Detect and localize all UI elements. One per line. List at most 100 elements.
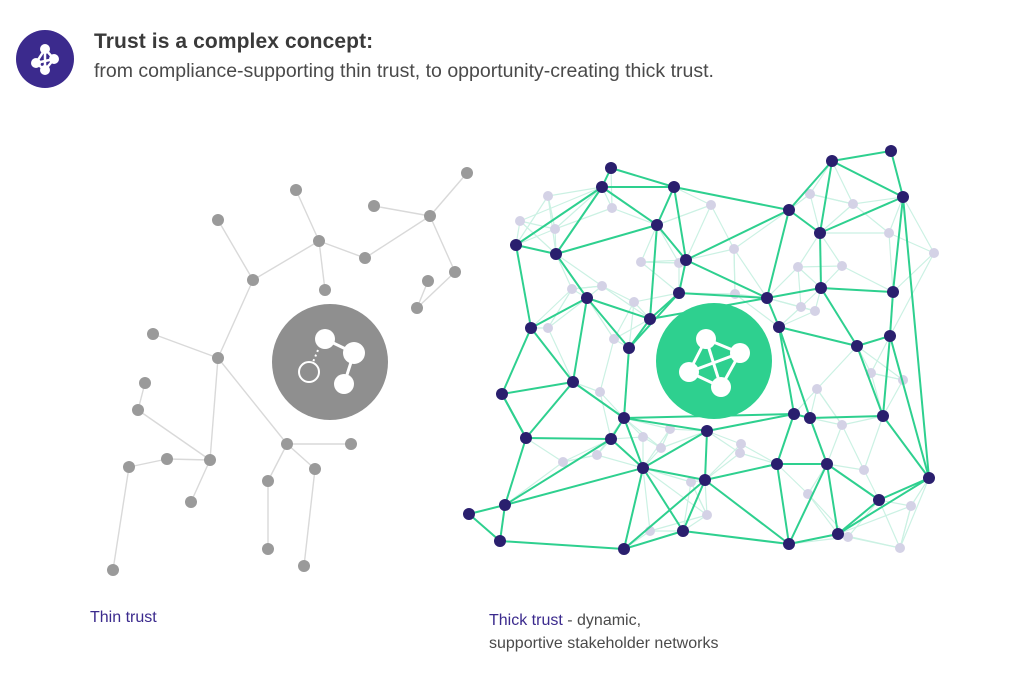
faint-network-link	[547, 297, 588, 329]
faint-network-link	[642, 467, 708, 516]
faint-network-node	[859, 465, 869, 475]
faint-network-link	[555, 253, 603, 287]
faint-network-link	[525, 437, 564, 463]
faint-network-node	[595, 387, 605, 397]
thick-network-node	[783, 204, 795, 216]
faint-network-node	[686, 477, 696, 487]
faint-network-node	[793, 262, 803, 272]
thick-network-node	[699, 474, 711, 486]
thick-network-link	[504, 467, 644, 506]
faint-network-link	[856, 345, 904, 381]
thick-network-node	[887, 286, 899, 298]
faint-network-link	[899, 477, 930, 549]
thick-network-node	[788, 408, 800, 420]
faint-network-link	[899, 505, 912, 549]
thick-network-node	[623, 342, 635, 354]
faint-network-link	[642, 467, 651, 532]
thin-network-node	[147, 328, 159, 340]
thin-network-link	[429, 172, 468, 217]
thick-network-node	[826, 155, 838, 167]
thin-network-link	[152, 333, 219, 359]
thick-network-link	[572, 381, 625, 419]
thin-network-node	[161, 453, 173, 465]
thick-network-link	[788, 533, 839, 545]
thick-network-node	[618, 412, 630, 424]
faint-network-node	[607, 203, 617, 213]
thick-network-link	[499, 540, 625, 550]
thick-network-link	[778, 326, 795, 415]
thick-network-link	[555, 224, 658, 255]
thin-network-node	[461, 167, 473, 179]
faint-network-link	[685, 204, 712, 261]
thick-network-link	[501, 327, 532, 395]
faint-network-link	[547, 288, 573, 329]
thin-network-link	[286, 443, 316, 470]
thick-network-link	[610, 167, 675, 188]
thick-network-node	[877, 410, 889, 422]
thick-network-link	[704, 463, 778, 481]
thick-network-link	[766, 287, 822, 299]
thick-trust-network	[463, 145, 939, 555]
thick-network-node	[550, 248, 562, 260]
faint-network-link	[826, 424, 843, 465]
thin-network-node	[345, 438, 357, 450]
thick-network-node	[673, 287, 685, 299]
thick-network-node	[605, 433, 617, 445]
thick-network-link	[601, 186, 658, 226]
faint-network-node	[736, 439, 746, 449]
thick-network-node	[637, 462, 649, 474]
faint-network-link	[816, 388, 843, 426]
faint-network-node	[702, 510, 712, 520]
thin-network-link	[416, 271, 456, 309]
faint-network-link	[633, 292, 680, 303]
thin-network-link	[364, 215, 431, 259]
thick-network-node	[884, 330, 896, 342]
faint-network-node	[636, 257, 646, 267]
faint-network-link	[888, 232, 894, 293]
thick-network-link	[878, 477, 930, 501]
thick-network-link	[656, 186, 675, 226]
faint-network-link	[710, 204, 735, 250]
thick-network-node	[494, 535, 506, 547]
faint-network-link	[613, 318, 651, 340]
faint-network-link	[766, 266, 799, 299]
thin-network-link	[112, 466, 130, 571]
faint-network-node	[729, 244, 739, 254]
thick-network-link	[501, 393, 527, 439]
thin-network-link	[267, 443, 288, 482]
faint-network-node	[543, 323, 553, 333]
thin-network-link	[128, 458, 168, 468]
faint-network-link	[733, 248, 768, 299]
faint-network-link	[682, 481, 692, 532]
thin-network-node	[368, 200, 380, 212]
thick-network-node	[873, 494, 885, 506]
faint-network-link	[841, 415, 884, 426]
thick-network-link	[673, 186, 790, 211]
thick-network-node	[496, 388, 508, 400]
thick-network-node	[885, 145, 897, 157]
thin-network-link	[217, 279, 254, 359]
thick-network-link	[889, 335, 930, 479]
thick-network-link	[819, 196, 904, 234]
thick-network-node	[923, 472, 935, 484]
faint-network-link	[831, 160, 854, 205]
faint-network-link	[706, 430, 741, 454]
faint-network-node	[543, 191, 553, 201]
thin-network-node	[212, 214, 224, 226]
faint-network-link	[530, 288, 573, 329]
faint-network-link	[628, 301, 635, 349]
faint-network-link	[601, 285, 635, 303]
thin-network-node	[247, 274, 259, 286]
faint-network-link	[554, 207, 613, 230]
thick-network-node	[761, 292, 773, 304]
thin-network-link	[217, 219, 254, 281]
faint-network-link	[673, 186, 712, 206]
thick-network-link	[704, 430, 708, 481]
faint-network-node	[805, 189, 815, 199]
thick-network-link	[706, 413, 795, 432]
thin-network-node	[281, 438, 293, 450]
thick-network-link	[586, 297, 651, 320]
faint-network-node	[837, 420, 847, 430]
faint-network-node	[638, 432, 648, 442]
